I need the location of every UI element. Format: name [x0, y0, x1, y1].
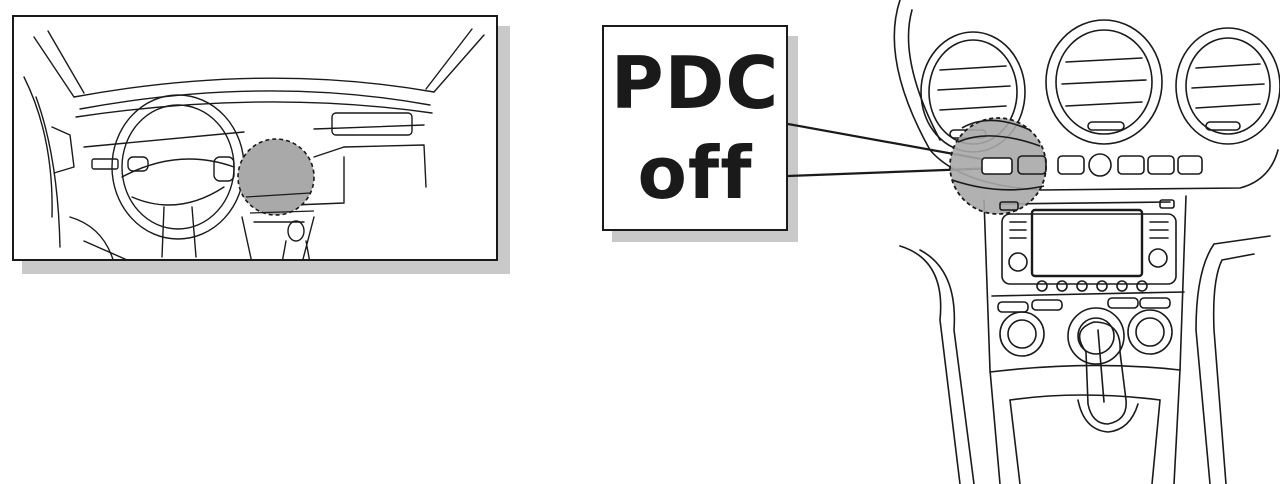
pdc-off-button: [982, 158, 1012, 174]
